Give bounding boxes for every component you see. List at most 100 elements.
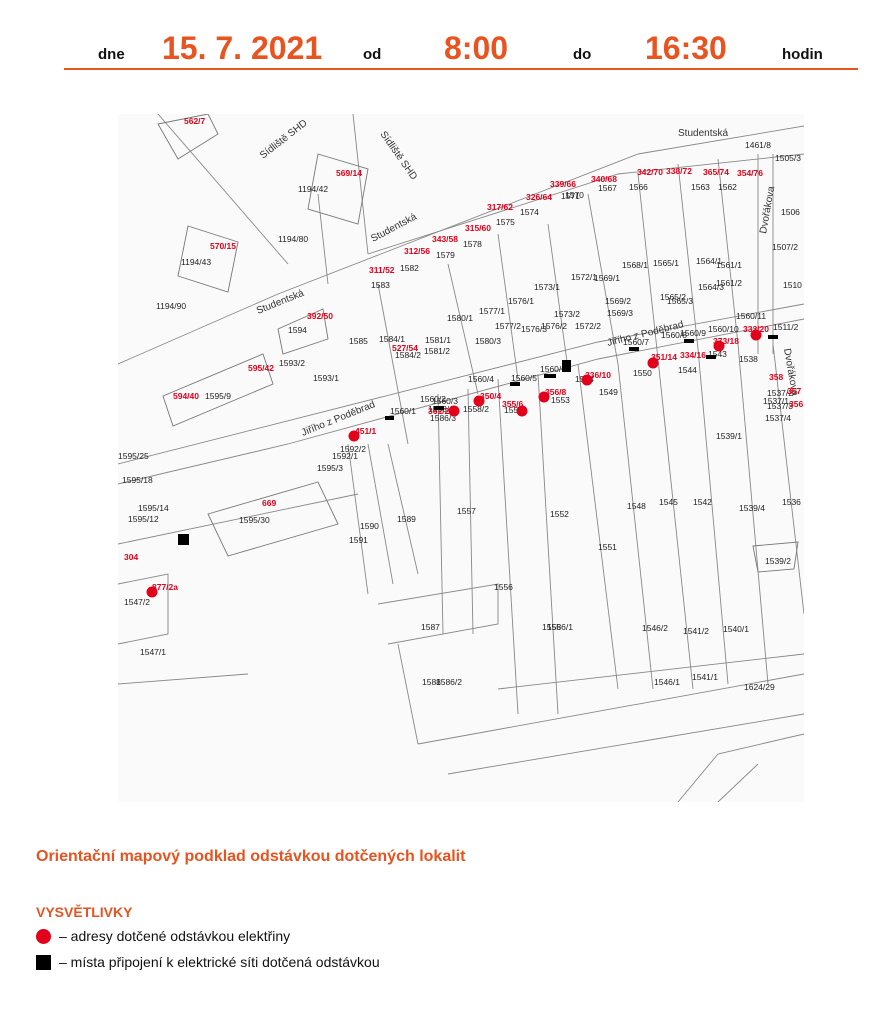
address-label: 877/2a — [152, 582, 178, 592]
parcel-label: 1592/2 — [340, 444, 366, 454]
parcel-label: 1586/1 — [547, 622, 573, 632]
outage-header: dne 15. 7. 2021 od 8:00 do 16:30 hodin — [0, 26, 896, 76]
parcel-label: 1546/1 — [654, 677, 680, 687]
parcel-label: 1576/1 — [508, 296, 534, 306]
address-label: 595/42 — [248, 363, 274, 373]
time-to: 16:30 — [645, 30, 727, 66]
affected-address-marker[interactable] — [750, 329, 762, 341]
parcel-label: 1560/5 — [511, 373, 537, 383]
parcel-label: 1560/9 — [680, 328, 706, 338]
affected-address-marker[interactable] — [581, 374, 593, 386]
connection-point-marker[interactable] — [385, 416, 394, 420]
address-label: 351/14 — [651, 352, 677, 362]
parcel-label: 1536 — [782, 497, 801, 507]
parcel-label: 1573/1 — [534, 282, 560, 292]
parcel-label: 1565/3 — [667, 296, 693, 306]
parcel-label: 1588 — [422, 677, 441, 687]
parcel-label: 1551 — [598, 542, 617, 552]
parcel-label: 1537/2 — [767, 388, 793, 398]
connection-point-marker[interactable] — [629, 347, 639, 351]
parcel-label: 1541/1 — [692, 672, 718, 682]
parcel-label: 1562 — [718, 182, 737, 192]
parcel-label: 1576/2 — [541, 321, 567, 331]
parcel-label: 1577/1 — [479, 306, 505, 316]
parcel-label: 1595/30 — [239, 515, 270, 525]
outage-date: 15. 7. 2021 — [162, 30, 323, 66]
parcel-label: 1577/2 — [495, 321, 521, 331]
parcel-label: 1506 — [781, 207, 800, 217]
black-square-icon — [36, 954, 51, 970]
parcel-label: 1561/2 — [716, 278, 742, 288]
parcel-label: 1581/2 — [424, 346, 450, 356]
connection-point-marker[interactable] — [562, 360, 571, 372]
connection-point-marker[interactable] — [544, 374, 556, 378]
parcel-label: 1561/1 — [716, 260, 742, 270]
parcel-label: 1511/2 — [773, 322, 799, 332]
connection-point-marker[interactable] — [706, 355, 716, 359]
address-label: 339/66 — [550, 179, 576, 189]
parcel-label: 1572/1 — [571, 272, 597, 282]
street-label: Sídliště SHD — [258, 118, 309, 162]
parcel-label: 1505/3 — [775, 153, 801, 163]
affected-address-marker[interactable] — [473, 395, 485, 407]
parcel-label: 1555 — [542, 622, 561, 632]
address-label: 350/4 — [480, 391, 502, 401]
address-label: 315/60 — [465, 223, 491, 233]
parcel-label: 1560/3 — [432, 396, 458, 406]
red-dot-icon — [36, 928, 51, 944]
address-label: 317/62 — [487, 202, 513, 212]
parcel-label: 1583 — [371, 280, 390, 290]
parcel-label: 1569/3 — [607, 308, 633, 318]
address-label: 594/40 — [173, 391, 199, 401]
affected-address-marker[interactable] — [146, 586, 158, 598]
connection-point-marker[interactable] — [178, 534, 189, 545]
connection-point-marker[interactable] — [684, 339, 694, 343]
address-label: 336/10 — [585, 370, 611, 380]
address-label: 338/72 — [666, 166, 692, 176]
address-label: 451/1 — [355, 426, 377, 436]
parcel-label: 1595/14 — [138, 503, 169, 513]
parcel-label: 1507/2 — [772, 242, 798, 252]
parcel-label: 1539/1 — [716, 431, 742, 441]
affected-address-marker[interactable] — [516, 405, 528, 417]
address-label: 562/7 — [184, 116, 206, 126]
parcel-label: 1572/2 — [575, 321, 601, 331]
connection-point-marker[interactable] — [510, 382, 520, 386]
parcel-label: 1582 — [400, 263, 419, 273]
parcel-label: 1567 — [598, 183, 617, 193]
legend-item-black-square: – místa připojení k elektrické síti dotč… — [36, 954, 380, 970]
parcel-label: 1510 — [783, 280, 802, 290]
parcel-label: 1547/2 — [124, 597, 150, 607]
parcel-label: 1595/3 — [317, 463, 343, 473]
parcel-label: 1558/2 — [463, 404, 489, 414]
parcel-label: 1568/1 — [622, 260, 648, 270]
parcel-label: 1194/43 — [181, 257, 211, 267]
parcel-label: 1194/42 — [298, 184, 328, 194]
connection-point-marker[interactable] — [768, 335, 778, 339]
parcel-label: 1569/1 — [594, 273, 620, 283]
affected-address-marker[interactable] — [713, 340, 725, 352]
affected-address-marker[interactable] — [538, 391, 550, 403]
parcel-label: 1580/1 — [447, 313, 473, 323]
legend-item-red-dot: – adresy dotčené odstávkou elektřiny — [36, 928, 290, 944]
do-label: do — [573, 46, 592, 63]
parcel-label: 1584/1 — [379, 334, 405, 344]
affected-address-marker[interactable] — [348, 430, 360, 442]
address-label: 373/18 — [713, 336, 739, 346]
parcel-label: 1564/1 — [696, 256, 722, 266]
parcel-label: 1552 — [550, 509, 569, 519]
parcel-label: 1624/29 — [744, 682, 775, 692]
parcel-label: 1542 — [693, 497, 712, 507]
address-label: 340/68 — [591, 174, 617, 184]
connection-point-marker[interactable] — [434, 406, 444, 410]
affected-address-marker[interactable] — [448, 405, 460, 417]
parcel-label: 1579 — [436, 250, 455, 260]
address-label: 354/76 — [737, 168, 763, 178]
parcel-label: 1564/3 — [698, 282, 724, 292]
affected-address-marker[interactable] — [647, 357, 659, 369]
parcel-label: 1560/8 — [661, 330, 687, 340]
address-label: 333/20 — [743, 324, 769, 334]
address-label: 357 — [787, 386, 801, 396]
